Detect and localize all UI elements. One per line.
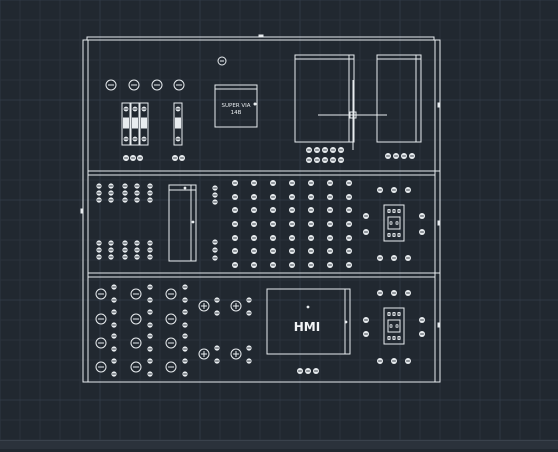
selector-switch [165, 361, 177, 373]
power-supply-label-line1: SUPER VIA [221, 103, 250, 109]
breaker-toggle [123, 117, 129, 129]
pilot-lamp [173, 79, 185, 91]
power-supply-label-line2: 14B [231, 110, 242, 116]
drive-module-box [376, 54, 422, 143]
push-button [230, 348, 242, 360]
selector-switch [95, 337, 107, 349]
breaker-pole [173, 102, 183, 146]
pilot-lamp [128, 79, 140, 91]
relay-led [183, 186, 187, 190]
edge-marker [437, 102, 441, 108]
selector-switch [95, 313, 107, 325]
hmi-led [344, 320, 348, 324]
relay-module [168, 184, 197, 262]
selector-switch [165, 288, 177, 300]
selector-switch [95, 288, 107, 300]
selector-switch [95, 361, 107, 373]
edge-marker [258, 34, 264, 38]
selector-switch [130, 288, 142, 300]
edge-marker [437, 322, 441, 328]
relay-led [191, 220, 195, 224]
breaker-pole [130, 102, 140, 146]
push-button [230, 300, 242, 312]
breaker-toggle [175, 117, 181, 129]
breaker-pole [139, 102, 149, 146]
selector-switch [165, 337, 177, 349]
power-supply-box [214, 84, 258, 128]
pilot-lamp [151, 79, 163, 91]
plc-module-box [294, 54, 355, 143]
contactor-middle [383, 204, 405, 242]
mounting-screw [217, 56, 227, 66]
breaker-pole [121, 102, 131, 146]
contactor-middle-window [387, 216, 401, 230]
enclosure-outline [82, 39, 441, 383]
edge-marker [437, 220, 441, 226]
power-supply-led [253, 102, 257, 106]
contactor-lower-window [387, 319, 401, 333]
contactor-lower [383, 307, 405, 345]
edge-marker [80, 208, 84, 214]
hmi-screen [266, 288, 351, 355]
selector-switch [165, 313, 177, 325]
push-button [198, 300, 210, 312]
pilot-lamp [105, 79, 117, 91]
drawing-grid [0, 0, 558, 441]
selector-switch [130, 313, 142, 325]
selector-switch [130, 337, 142, 349]
hmi-led [306, 305, 310, 309]
status-bar [0, 440, 558, 449]
cursor-pickbox [349, 111, 357, 119]
push-button [198, 348, 210, 360]
selector-switch [130, 361, 142, 373]
breaker-toggle [141, 117, 147, 129]
hmi-label: HMI [294, 320, 320, 334]
control-panel-layout [80, 34, 441, 383]
breaker-toggle [132, 117, 138, 129]
